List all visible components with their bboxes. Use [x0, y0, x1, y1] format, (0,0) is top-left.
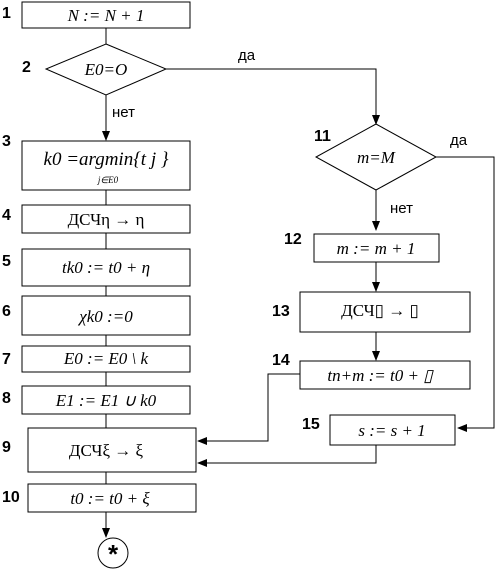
block-11-number: 11 [314, 128, 331, 145]
block-1-text: N := N + 1 [67, 6, 145, 25]
block-12-box [313, 233, 440, 263]
block-2: 2 E0=O да нет [22, 43, 256, 121]
connector-symbol: * [108, 539, 119, 569]
block-8-number: 8 [2, 390, 11, 407]
block-12: 12 m := m + 1 [284, 231, 440, 263]
edge-14-9 [197, 373, 300, 445]
block-15: 15 s := s + 1 [302, 414, 456, 446]
block-7-number: 7 [2, 351, 11, 368]
block-8: 8 E1 := E1 ∪ k0 [2, 385, 191, 415]
block-9-text: ДСЧξ → ξ [69, 441, 144, 460]
yes-label-11: да [450, 132, 468, 149]
block-15-text: s := s + 1 [358, 421, 425, 440]
block-14-text: tn+m := t0 + ▯ [327, 366, 434, 385]
block-4-text: ДСЧη → η [68, 210, 145, 229]
block-1: 1 N := N + 1 [2, 1, 191, 29]
block-13-box [299, 291, 471, 333]
block-5-number: 5 [2, 253, 11, 270]
block-14-box [299, 360, 471, 390]
block-14-number: 14 [272, 352, 290, 369]
block-3-box [21, 140, 191, 191]
edge-15-9 [197, 445, 377, 467]
block-12-text: m := m + 1 [337, 239, 416, 258]
block-7: 7 E0 := E0 \ k [2, 345, 191, 373]
block-4-box [21, 204, 191, 234]
block-11: 11 m=M да нет [314, 123, 468, 217]
block-10: 10 t0 := t0 + ξ [2, 483, 197, 513]
block-11-diamond [314, 123, 438, 191]
block-15-box [329, 414, 456, 446]
block-8-text: E1 := E1 ∪ k0 [55, 391, 157, 410]
block-15-number: 15 [302, 416, 320, 433]
block-1-number: 1 [2, 5, 11, 22]
block-4: 4 ДСЧη → η [2, 204, 191, 234]
block-6-number: 6 [2, 303, 11, 320]
end-connector: * [97, 537, 129, 569]
block-5-box [21, 248, 191, 287]
block-9-box [27, 427, 197, 473]
block-8-box [21, 385, 191, 415]
block-3-text: k0 =argmin{t j } [44, 149, 169, 170]
block-9: 9 ДСЧξ → ξ [2, 427, 197, 473]
block-12-number: 12 [284, 231, 302, 248]
block-10-box [27, 483, 197, 513]
block-6-box [21, 295, 191, 336]
block-10-number: 10 [2, 489, 20, 506]
block-3-number: 3 [2, 133, 11, 150]
block-13: 13 ДСЧ▯ → ▯ [272, 291, 471, 333]
block-3-subscript: j∈E0 [97, 175, 119, 185]
block-5-text: tk0 := t0 + η [62, 258, 150, 277]
no-label-11: нет [390, 200, 413, 217]
block-7-text: E0 := E0 \ k [63, 349, 149, 368]
block-7-box [21, 345, 191, 373]
block-6-text: χk0 :=0 [77, 307, 133, 326]
no-label-2: нет [112, 104, 135, 121]
block-11-text: m=M [357, 148, 396, 167]
connectors [102, 28, 495, 538]
connector-circle [97, 537, 129, 569]
block-9-number: 9 [2, 439, 11, 456]
block-10-text: t0 := t0 + ξ [70, 489, 150, 508]
block-13-text: ДСЧ▯ → ▯ [341, 301, 419, 320]
block-14: 14 tn+m := t0 + ▯ [272, 352, 471, 390]
block-6: 6 χk0 :=0 [2, 295, 191, 336]
block-4-number: 4 [2, 207, 11, 224]
edge-11-15 [436, 156, 495, 432]
block-13-number: 13 [272, 303, 290, 320]
block-5: 5 tk0 := t0 + η [2, 248, 191, 287]
yes-label-2: да [238, 47, 256, 64]
block-2-diamond [44, 43, 168, 96]
block-1-box [21, 1, 191, 29]
edge-2-11 [166, 68, 380, 125]
block-2-number: 2 [22, 59, 31, 76]
block-3: 3 k0 =argmin{t j } j∈E0 [2, 133, 191, 191]
block-2-text: E0=O [84, 60, 128, 79]
